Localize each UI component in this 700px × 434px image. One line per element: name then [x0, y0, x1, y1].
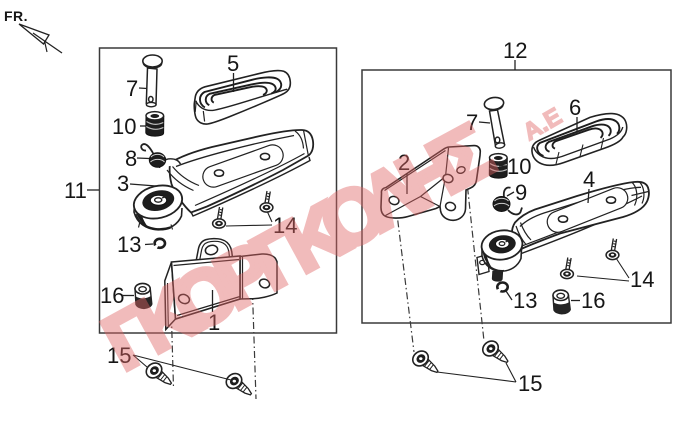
svg-text:3: 3 [117, 171, 129, 196]
svg-text:14: 14 [273, 213, 297, 238]
svg-text:11: 11 [64, 178, 87, 203]
svg-text:9: 9 [515, 180, 527, 205]
svg-text:10: 10 [507, 154, 531, 179]
svg-text:13: 13 [117, 232, 141, 257]
svg-text:14: 14 [630, 267, 654, 292]
svg-text:1: 1 [208, 310, 220, 335]
svg-text:2: 2 [398, 150, 410, 175]
svg-text:12: 12 [503, 38, 527, 63]
svg-text:6: 6 [569, 95, 581, 120]
svg-text:5: 5 [227, 51, 239, 76]
svg-text:15: 15 [107, 343, 131, 368]
svg-text:16: 16 [581, 288, 605, 313]
svg-text:10: 10 [112, 114, 136, 139]
svg-text:7: 7 [126, 76, 138, 101]
svg-text:7: 7 [466, 110, 478, 135]
svg-text:15: 15 [518, 371, 542, 396]
svg-text:13: 13 [513, 288, 537, 313]
svg-text:4: 4 [583, 167, 595, 192]
svg-text:16: 16 [100, 283, 124, 308]
svg-text:8: 8 [125, 146, 137, 171]
svg-text:FR.: FR. [4, 8, 28, 24]
